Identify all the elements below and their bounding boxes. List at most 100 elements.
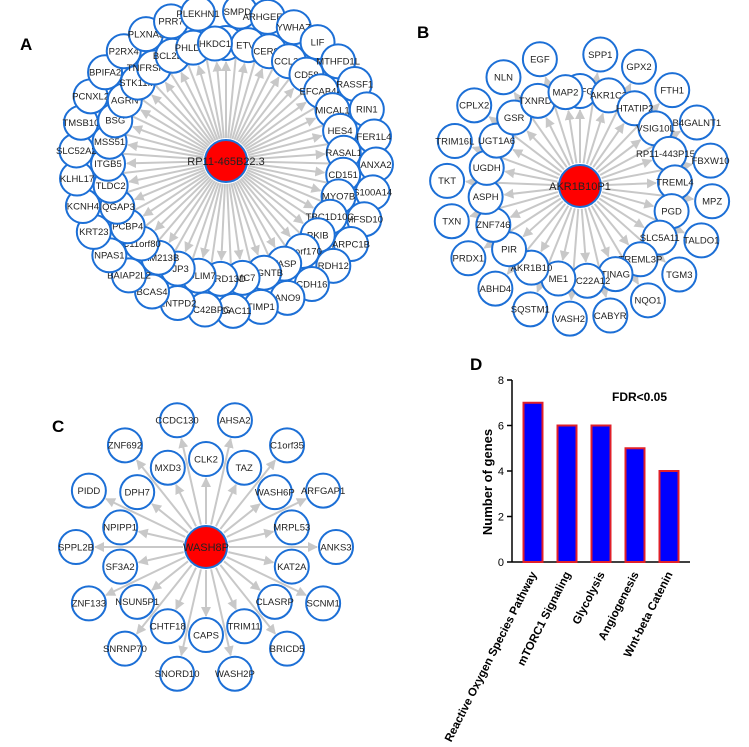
gene-node-mrpl53: MRPL53 — [273, 509, 310, 546]
node-circle — [256, 583, 293, 620]
node-label: B3GNTB — [245, 268, 283, 279]
gene-node-nqo1: NQO1 — [629, 282, 666, 319]
edge-vasp — [236, 180, 276, 248]
edge-me1 — [559, 208, 576, 261]
gene-node-sqstm1: SQSTM1 — [511, 291, 550, 328]
gene-node-snord10: SNORD10 — [155, 655, 200, 692]
node-circle — [450, 240, 487, 277]
edge-fam213b — [168, 179, 214, 243]
node-label: GPX2 — [626, 62, 651, 73]
edge-wash6p — [223, 503, 261, 534]
y-tick-label: 0 — [498, 557, 504, 569]
node-label: STK11IP — [119, 78, 156, 89]
gene-node-fth1: FTH1 — [654, 72, 691, 109]
node-label: CCDC130 — [155, 416, 198, 427]
network-panel-b: B MAFGSPP1AKR1C3GPX2HTATIP2FTH1VSIG10LB4… — [417, 23, 731, 337]
edge-agrn — [140, 109, 207, 151]
edge-tinag — [587, 206, 610, 258]
gene-node-dph7: DPH7 — [119, 474, 156, 511]
node-circle — [58, 529, 94, 565]
edge-etv4 — [229, 62, 248, 139]
node-label: ARPC1B — [332, 239, 370, 250]
node-label: CDC42BPG — [179, 305, 230, 316]
gene-node-wash6p: WASH6P — [255, 474, 295, 511]
node-circle — [683, 222, 720, 259]
y-tick-label: 6 — [498, 421, 504, 433]
edge-b3gntb — [232, 182, 260, 256]
panel-label-b: B — [417, 23, 429, 42]
node-circle — [429, 162, 466, 199]
edge-mrpl53 — [228, 528, 275, 543]
node-label: MICAL1 — [315, 105, 349, 116]
node-label: ZNF746 — [476, 220, 510, 231]
node-label: HDAC11 — [215, 306, 252, 317]
y-tick-label: 4 — [498, 466, 504, 478]
node-label: TGM3 — [666, 270, 692, 281]
node-circle — [216, 655, 253, 692]
edge-ahsa2 — [210, 437, 234, 525]
bar-wnt-beta-catenin — [658, 470, 680, 563]
node-label: ASPH — [473, 192, 499, 203]
network-edges — [94, 437, 318, 657]
gene-node-wash2p: WASH2P — [215, 655, 255, 692]
node-label: ZNF692 — [108, 441, 142, 452]
node-circle — [305, 472, 342, 509]
node-label: UGDH — [473, 163, 501, 174]
node-label: BSG — [105, 116, 125, 127]
node-label: MTHFD1L — [316, 57, 360, 68]
node-circle — [582, 36, 619, 73]
node-label: DPH7 — [125, 487, 150, 498]
node-label: KAT2A — [277, 562, 307, 573]
edge-kat2a — [228, 551, 275, 566]
node-label: TJP3 — [167, 264, 189, 275]
edge-ugdh — [504, 168, 558, 183]
node-label: FER1L4 — [357, 132, 392, 143]
node-label: GSR — [504, 113, 525, 124]
node-circle — [269, 630, 306, 667]
edge-sf3a2 — [137, 551, 184, 566]
node-label: CAPS — [193, 630, 219, 641]
node-label: C1orf170 — [283, 246, 322, 257]
node-circle — [477, 270, 514, 307]
network-nodes: IRF3SMPD2ETV4ARHGEF16CERS5YWHAZCCL20LIFC… — [56, 0, 394, 329]
hub-node — [558, 164, 602, 208]
gene-node-egf: EGF — [521, 41, 558, 78]
edge-pgd — [601, 191, 655, 209]
edge-akr1b10 — [540, 205, 570, 253]
node-label: MSS51 — [94, 137, 125, 148]
node-label: ETV4 — [236, 40, 260, 51]
gene-node-trim11: TRIM11 — [226, 608, 263, 645]
edge-npipp1 — [137, 528, 184, 543]
network-panel-a: A IRF3SMPD2ETV4ARHGEF16CERS5YWHAZCCL20LI… — [20, 0, 394, 329]
node-label: PHLDA2 — [175, 43, 212, 54]
node-label: ITGB5 — [94, 159, 121, 170]
edge-akr1c3 — [585, 112, 605, 165]
gene-node-ano9: ANO9 — [269, 279, 306, 316]
node-label: PLEKHN1 — [176, 9, 219, 20]
edge-tldc2 — [128, 164, 204, 185]
gene-node-ahsa2: AHSA2 — [216, 402, 253, 439]
gene-node-trim16l: TRIM16L — [435, 123, 474, 160]
node-label: RDH12 — [318, 261, 349, 272]
node-label: VASP — [272, 259, 297, 270]
node-label: EFCAB4A — [299, 86, 343, 97]
node-label: TAZ — [236, 463, 253, 474]
node-circle — [226, 449, 263, 486]
node-label: SNORD10 — [155, 669, 200, 680]
gene-node-npipp1: NPIPP1 — [102, 509, 139, 546]
node-label: PRDX1 — [453, 254, 485, 265]
y-tick-label: 8 — [498, 375, 504, 387]
node-circle — [70, 585, 107, 622]
edge-znf692 — [136, 459, 193, 530]
node-label: TREML4 — [656, 178, 693, 189]
gene-node-spp1: SPP1 — [582, 36, 619, 73]
node-label: AGRN — [111, 96, 139, 107]
node-label: ANXA2 — [360, 160, 391, 171]
node-label: SNRNP70 — [103, 644, 147, 655]
gene-node-znf692: ZNF692 — [106, 427, 143, 464]
node-circle — [70, 472, 107, 509]
panel-label-c: C — [52, 417, 64, 436]
node-circle — [485, 59, 522, 96]
gene-node-txnrd1: TXNRD1 — [519, 82, 557, 119]
network-nodes: MAFGSPP1AKR1C3GPX2HTATIP2FTH1VSIG10LB4GA… — [429, 36, 731, 337]
